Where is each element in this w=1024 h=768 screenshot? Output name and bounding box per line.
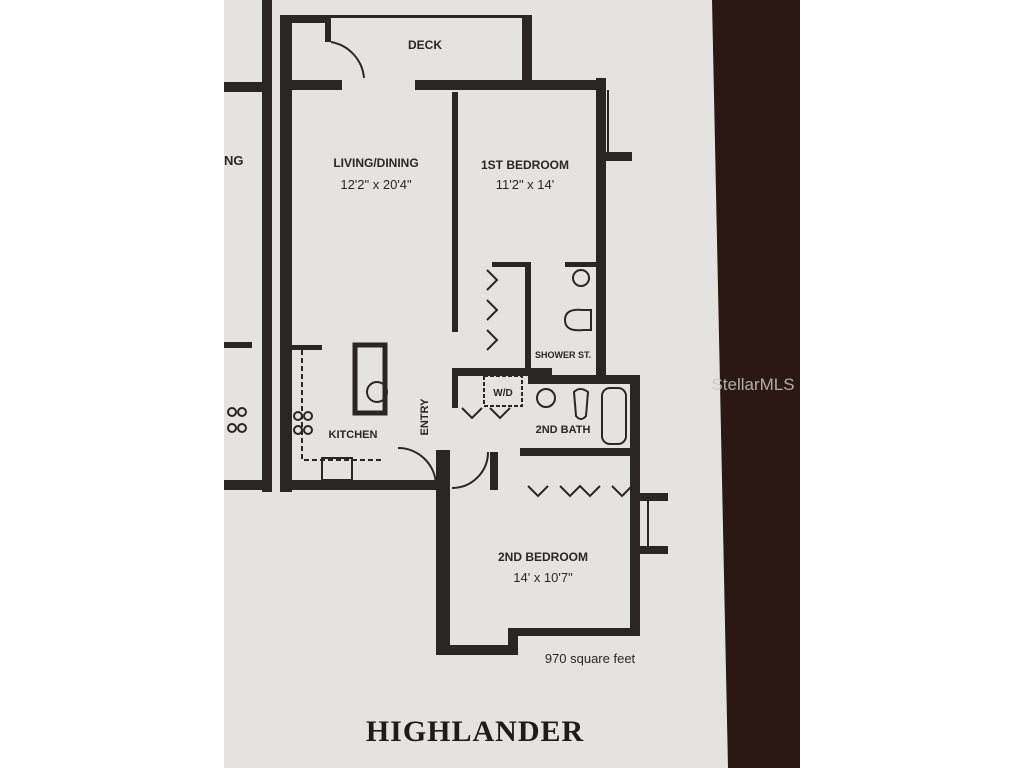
room-size-1st-bedroom: 11'2" x 14' bbox=[496, 177, 555, 192]
watermark: StellarMLS bbox=[711, 375, 794, 394]
square-footage: 970 square feet bbox=[545, 651, 636, 666]
room-label-2nd-bedroom: 2ND BEDROOM bbox=[498, 550, 588, 564]
room-label-shower: SHOWER ST. bbox=[535, 350, 591, 360]
room-label-entry: ENTRY bbox=[419, 398, 431, 436]
room-label-living-dining: LIVING/DINING bbox=[333, 156, 418, 170]
neighbor-room-label: NG bbox=[224, 153, 244, 168]
bedroom-door-swing bbox=[451, 451, 489, 489]
room-size-2nd-bedroom: 14' x 10'7" bbox=[513, 570, 573, 585]
walls bbox=[224, 0, 668, 655]
room-label-deck: DECK bbox=[408, 38, 442, 52]
plan-title: HIGHLANDER bbox=[366, 715, 584, 748]
room-label-kitchen: KITCHEN bbox=[329, 429, 378, 441]
room-label-2nd-bath: 2ND BATH bbox=[536, 424, 591, 436]
entry-door-swing bbox=[397, 447, 437, 487]
deck-door-swing bbox=[330, 41, 365, 79]
fixtures bbox=[227, 41, 649, 546]
room-label-1st-bedroom: 1ST BEDROOM bbox=[481, 158, 569, 172]
room-label-washer-dryer: W/D bbox=[493, 388, 512, 399]
room-size-living-dining: 12'2" x 20'4" bbox=[340, 177, 412, 192]
